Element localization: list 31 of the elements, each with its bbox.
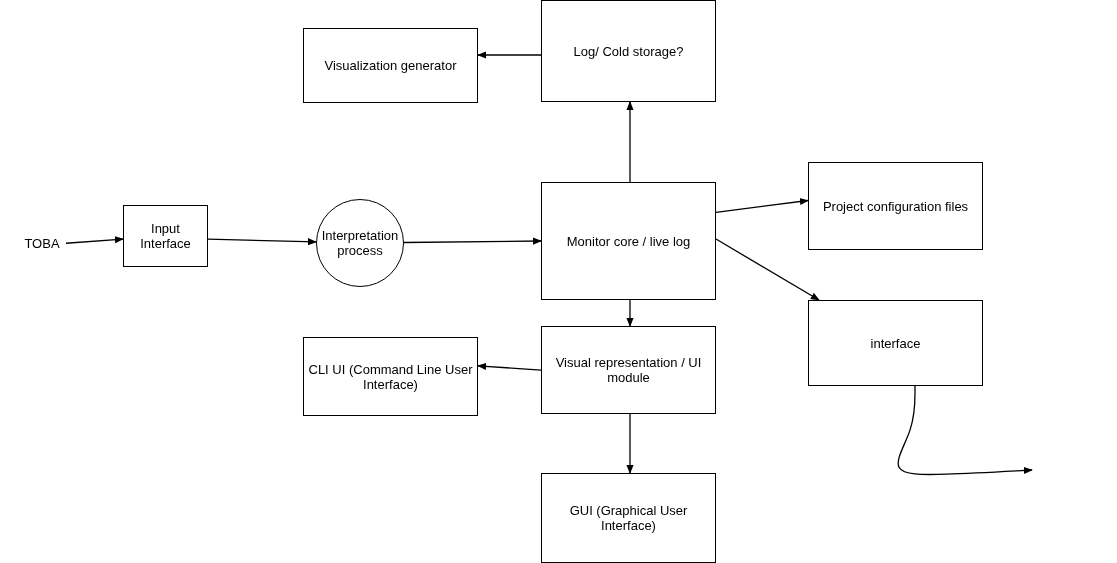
input-label: TOBA [20,233,64,253]
arrow [715,197,809,213]
node-label: Project configuration files [822,198,969,214]
process-box [303,337,478,416]
process-box [123,205,208,267]
process-box [808,162,983,250]
arrow [626,299,634,327]
node-label: Interpretation process [321,228,399,258]
process-box [303,28,478,103]
arrow [65,236,124,244]
arrow [715,238,820,301]
node-label: Log/ Cold storage? [573,43,684,59]
node-label: GUI (Graphical User Interface) [568,503,689,533]
node-label: Monitor core / live log [566,233,691,249]
arrow [477,51,542,59]
node-label: Input Interface [139,221,192,251]
node-label: interface [870,335,921,351]
process-box [541,473,716,563]
arrow [626,413,634,474]
arrow [403,237,542,245]
process-box [541,326,716,414]
arrow [477,362,542,371]
process-box [808,300,983,386]
arrow [207,238,317,246]
arrow [626,101,634,183]
process-box [541,182,716,300]
node-label: Visual representation / UI module [554,355,703,385]
process-box [541,0,716,102]
arrow [897,385,1033,476]
node-label: CLI UI (Command Line User Interface) [308,361,473,392]
node-label: Visualization generator [324,58,457,73]
